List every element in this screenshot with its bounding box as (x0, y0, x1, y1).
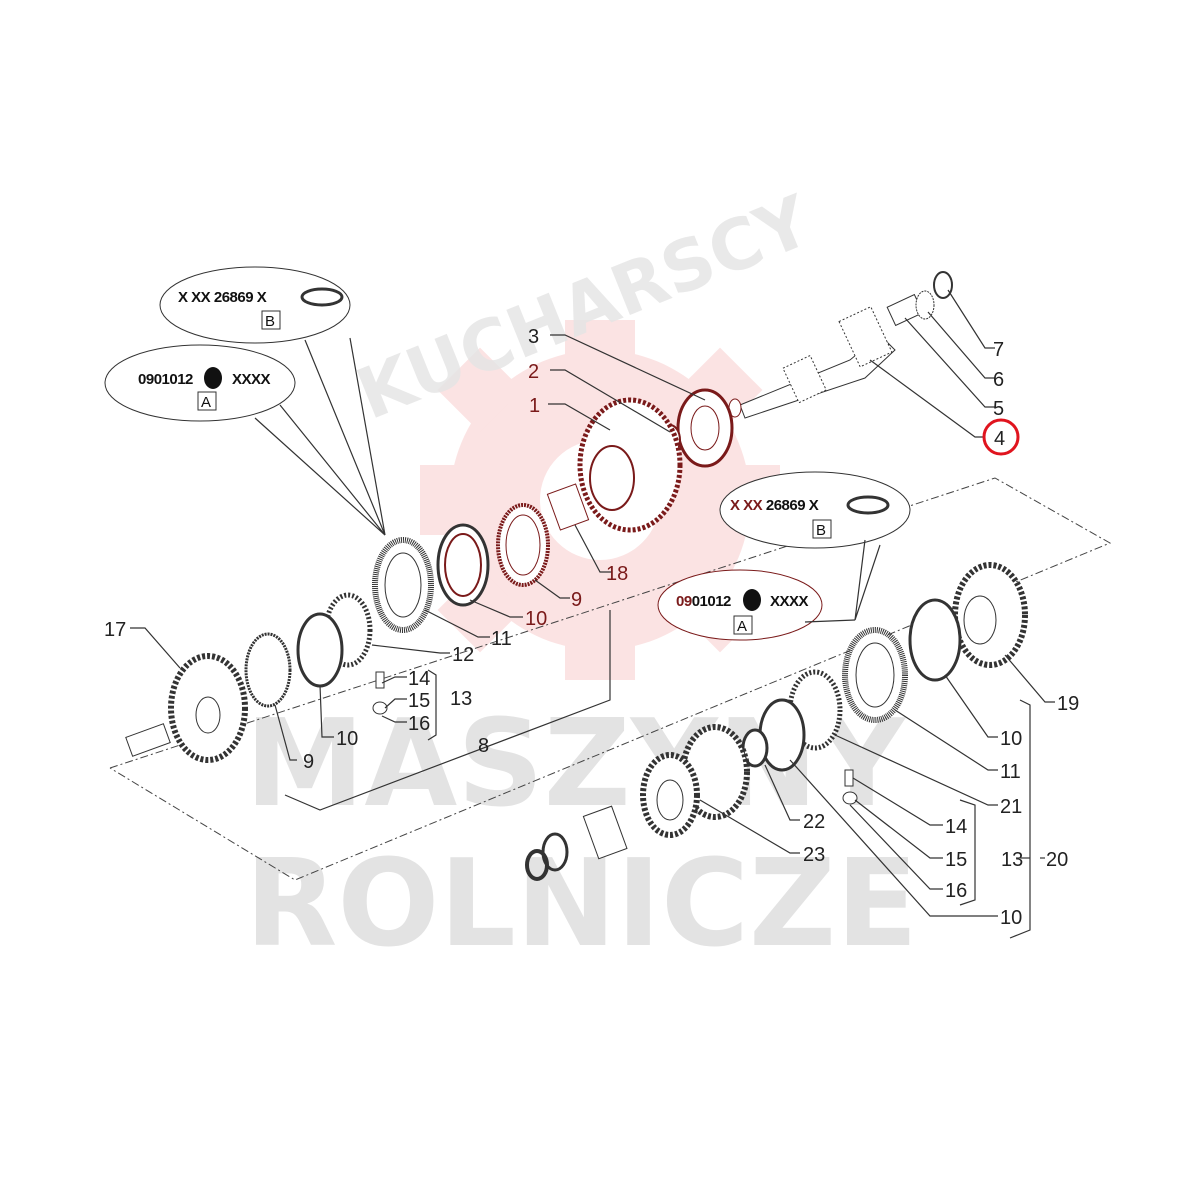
part-label-9[interactable]: 9 (571, 589, 582, 611)
callout-left-a: 0901012 XXXX A (104, 344, 386, 536)
part-label-16[interactable]: 16 (945, 880, 967, 902)
bearing-part-6[interactable] (915, 290, 935, 320)
part-label-11[interactable]: 11 (1000, 761, 1021, 783)
svg-text:XXXX: XXXX (232, 371, 271, 388)
ring-part-22[interactable] (741, 698, 806, 772)
svg-text:A: A (737, 618, 747, 635)
bushing[interactable] (582, 805, 628, 860)
part-label-4[interactable]: 4 (994, 428, 1005, 450)
plunger-part-15[interactable] (372, 701, 388, 715)
svg-text:0901012: 0901012 (676, 593, 731, 610)
ring-part-10c[interactable] (908, 598, 962, 682)
part-label-2[interactable]: 2 (528, 361, 539, 383)
svg-text:A: A (201, 394, 211, 411)
part-label-1[interactable]: 1 (529, 395, 540, 417)
watermark-line2: ROLNICZE (245, 835, 918, 974)
washer-part-7[interactable] (933, 271, 953, 299)
part-label-12[interactable]: 12 (452, 644, 474, 666)
callout-right-a: 0901012 XXXX A (657, 569, 856, 641)
part-label-22[interactable]: 22 (803, 811, 825, 833)
part-label-8[interactable]: 8 (478, 735, 489, 757)
part-label-13[interactable]: 13 (1001, 849, 1023, 871)
part-labels-upper: 3 2 1 7 6 5 4 18 9 10 11 12 14 15 13 16 … (104, 326, 1005, 773)
callout-left-b: X XX 26869 X B (159, 266, 386, 536)
part-label-16[interactable]: 16 (408, 713, 430, 735)
gear-part-17[interactable] (125, 653, 248, 763)
highlight-circle (982, 418, 1020, 456)
svg-text:X XX 26869 X: X XX 26869 X (730, 497, 819, 514)
part-label-3[interactable]: 3 (528, 326, 539, 348)
ring-part-10[interactable] (436, 523, 490, 607)
part-label-11[interactable]: 11 (491, 628, 512, 650)
part-label-7[interactable]: 7 (993, 339, 1004, 361)
part-label-15[interactable]: 15 (945, 849, 967, 871)
bearing-part-3[interactable] (676, 388, 734, 468)
part-label-14[interactable]: 14 (408, 668, 430, 690)
ring-part-10b[interactable] (296, 612, 344, 688)
seal-ring-icon (846, 495, 890, 515)
part-label-5[interactable]: 5 (993, 398, 1004, 420)
shaft-part-4[interactable] (728, 306, 896, 419)
sleeve-part-11[interactable] (372, 537, 434, 633)
svg-text:X XX 26869 X: X XX 26869 X (178, 289, 267, 306)
part-label-23[interactable]: 23 (803, 844, 825, 866)
svg-text:B: B (265, 313, 275, 330)
ring-part-9b[interactable] (244, 632, 292, 708)
callout-right-b: X XX 26869 X B (719, 471, 911, 621)
part-label-14[interactable]: 14 (945, 816, 967, 838)
part-label-21[interactable]: 21 (1000, 796, 1022, 818)
svg-text:XXXX: XXXX (770, 593, 809, 610)
part-label-18[interactable]: 18 (606, 563, 628, 585)
part-label-9[interactable]: 9 (303, 751, 314, 773)
bushing-part-18[interactable] (546, 483, 590, 531)
ring-part-9[interactable] (496, 503, 550, 587)
part-label-19[interactable]: 19 (1057, 693, 1079, 715)
part-label-10[interactable]: 10 (1000, 907, 1022, 929)
part-label-15[interactable]: 15 (408, 690, 430, 712)
part-label-10[interactable]: 10 (1000, 728, 1022, 750)
svg-text:0901012: 0901012 (138, 371, 193, 388)
gear-part-1[interactable] (577, 397, 683, 533)
spring-clip-icon (743, 589, 761, 611)
seal-ring-icon (300, 287, 344, 307)
svg-text:B: B (816, 522, 826, 539)
gear-part-19[interactable] (952, 562, 1028, 668)
part-label-10[interactable]: 10 (525, 608, 547, 630)
part-label-6[interactable]: 6 (993, 369, 1004, 391)
spring-part-14[interactable] (375, 671, 385, 689)
part-label-17[interactable]: 17 (104, 619, 126, 641)
circlip[interactable] (525, 832, 569, 881)
spring-clip-icon (204, 367, 222, 389)
sleeve-part-11b[interactable] (842, 627, 908, 723)
part-label-13[interactable]: 13 (450, 688, 472, 710)
part-label-10[interactable]: 10 (336, 728, 358, 750)
part-labels-lower: 19 10 11 21 22 14 15 13 20 16 10 23 (803, 693, 1079, 929)
gear-part-23[interactable] (640, 724, 750, 838)
part-label-20[interactable]: 20 (1046, 849, 1068, 871)
